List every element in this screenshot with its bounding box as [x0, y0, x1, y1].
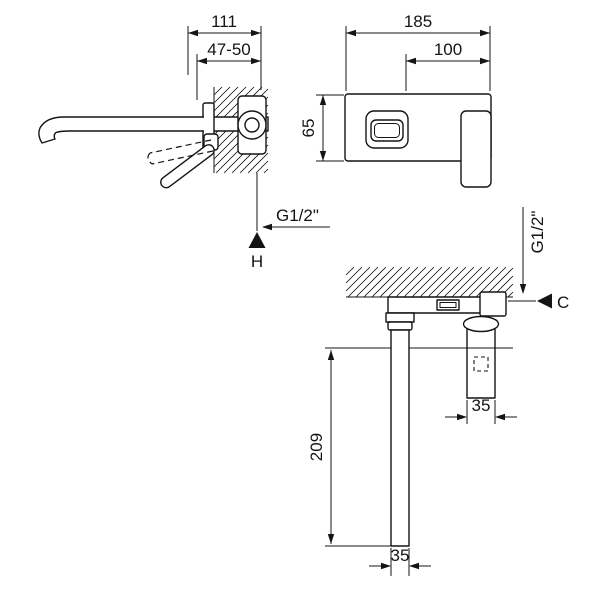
thread-label-section: G1/2"	[528, 211, 547, 254]
dim-47-50-label: 47-50	[207, 40, 250, 59]
spout-tube	[390, 329, 410, 547]
front-view: 185 100 65	[299, 12, 492, 188]
cartridge-inner	[244, 117, 260, 133]
dim-65-label: 65	[299, 119, 318, 138]
height-marker-label: H	[251, 252, 263, 271]
c-marker-label: C	[557, 293, 569, 312]
dimension-209: 209	[307, 350, 335, 544]
thread-callout-section: G1/2"	[519, 207, 547, 294]
handle-alt-position-end	[147, 152, 153, 165]
spout-slot-outer	[370, 119, 404, 142]
dim-111-label: 111	[211, 12, 237, 31]
handle-lever	[160, 144, 215, 189]
dimension-35-tube: 35	[369, 546, 431, 576]
dimension-35-body: 35	[445, 396, 517, 424]
c-marker: C	[508, 293, 569, 312]
mixer-hidden-detail	[473, 356, 489, 372]
dim-185-label: 185	[404, 12, 432, 31]
wall-hatching-section	[345, 266, 514, 298]
side-view: 111 47-50 G1/2" H	[38, 12, 330, 271]
handle-alt-position-bottom	[151, 150, 214, 165]
handle-alt-position-top	[149, 139, 212, 154]
mixer-dome	[462, 315, 500, 333]
c-marker-triangle	[537, 293, 552, 309]
spout-slot-inner	[374, 123, 400, 138]
spout-face	[365, 110, 409, 149]
dim-35-tube-label: 35	[391, 546, 410, 565]
thread-label-side: G1/2"	[276, 206, 319, 225]
arm-detail-inner	[439, 302, 457, 308]
thread-callout-side: G1/2"	[256, 173, 330, 231]
dimension-185: 185	[345, 12, 491, 91]
spout-collar	[387, 321, 413, 331]
dim-35-body-label: 35	[472, 396, 491, 415]
wall-connection-block	[479, 291, 507, 317]
dimension-100: 100	[405, 40, 490, 91]
dim-100-label: 100	[434, 40, 462, 59]
dimension-47-50: 47-50	[196, 40, 261, 100]
spout	[38, 116, 204, 144]
dim-209-label: 209	[307, 433, 326, 461]
handle-front	[460, 110, 492, 188]
height-marker: H	[248, 232, 266, 271]
dimension-111: 111	[187, 12, 262, 90]
section-view: G1/2" C 209	[307, 207, 569, 576]
spout-neck	[385, 312, 415, 323]
arm-detail-outer	[436, 299, 460, 311]
dimension-65: 65	[299, 94, 344, 162]
height-marker-triangle	[248, 232, 266, 248]
mixer-body	[466, 325, 496, 399]
